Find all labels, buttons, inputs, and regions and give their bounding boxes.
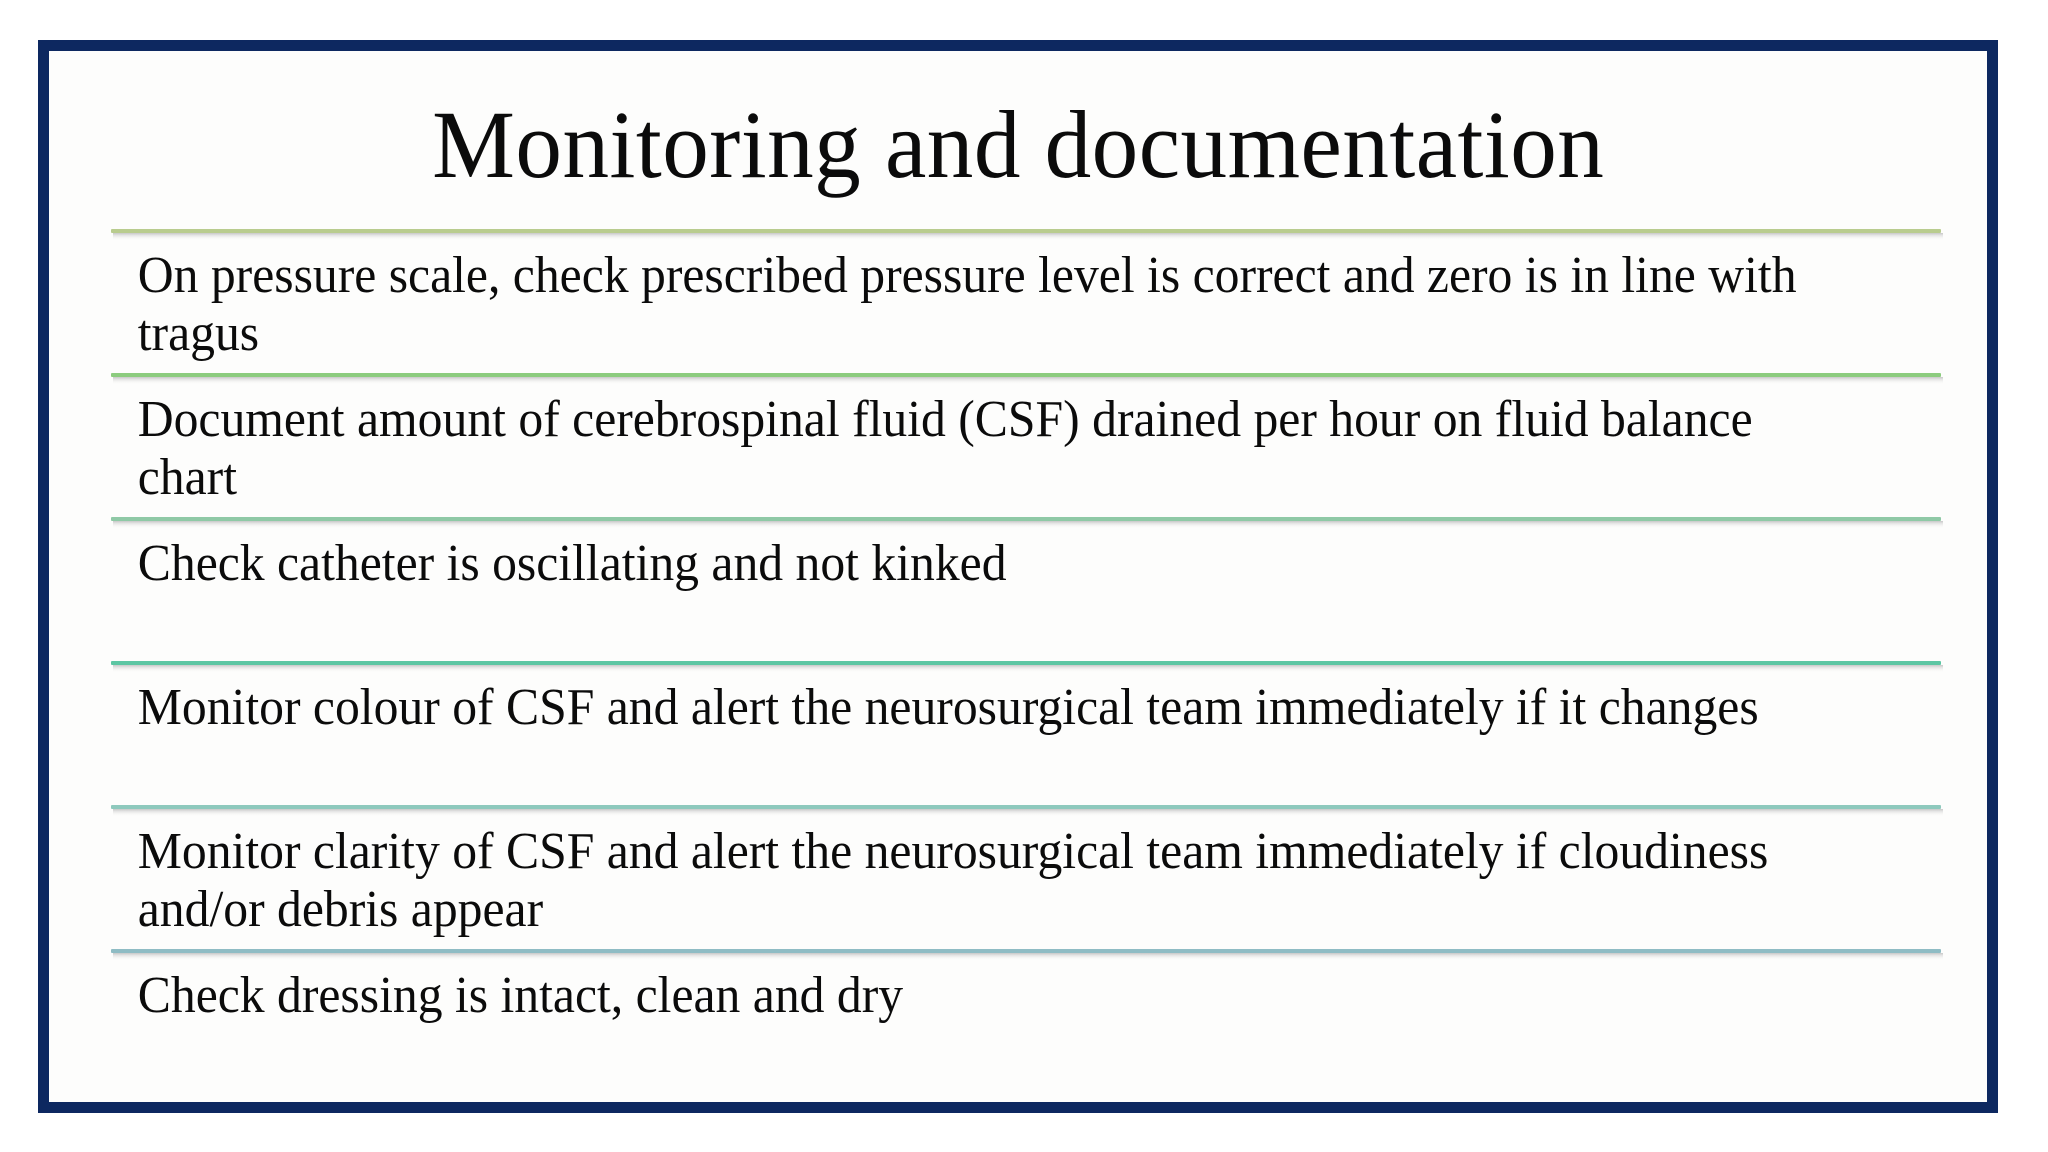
list-item[interactable]: Monitor clarity of CSF and alert the neu… bbox=[111, 805, 1943, 949]
page-title: Monitoring and documentation bbox=[431, 91, 1605, 199]
list-item-label: Monitor clarity of CSF and alert the neu… bbox=[137, 823, 1769, 939]
list-item-label: Check dressing is intact, clean and dry bbox=[137, 967, 904, 1024]
list-item[interactable]: Monitor colour of CSF and alert the neur… bbox=[111, 661, 1943, 805]
list-item-label: Check catheter is oscillating and not ki… bbox=[137, 535, 1007, 592]
list-item[interactable]: On pressure scale, check prescribed pres… bbox=[111, 229, 1943, 373]
list-item-label: Document amount of cerebrospinal fluid (… bbox=[137, 391, 1753, 507]
list-item-label: On pressure scale, check prescribed pres… bbox=[137, 247, 1797, 363]
list-item-label: Monitor colour of CSF and alert the neur… bbox=[137, 679, 1759, 736]
list-item[interactable]: Check dressing is intact, clean and dry bbox=[111, 949, 1943, 1099]
title-area: Monitoring and documentation bbox=[49, 63, 1987, 228]
content-list: On pressure scale, check prescribed pres… bbox=[111, 229, 1943, 1099]
list-item[interactable]: Check catheter is oscillating and not ki… bbox=[111, 517, 1943, 661]
slide-frame: Monitoring and documentation On pressure… bbox=[38, 40, 1998, 1113]
list-item[interactable]: Document amount of cerebrospinal fluid (… bbox=[111, 373, 1943, 517]
